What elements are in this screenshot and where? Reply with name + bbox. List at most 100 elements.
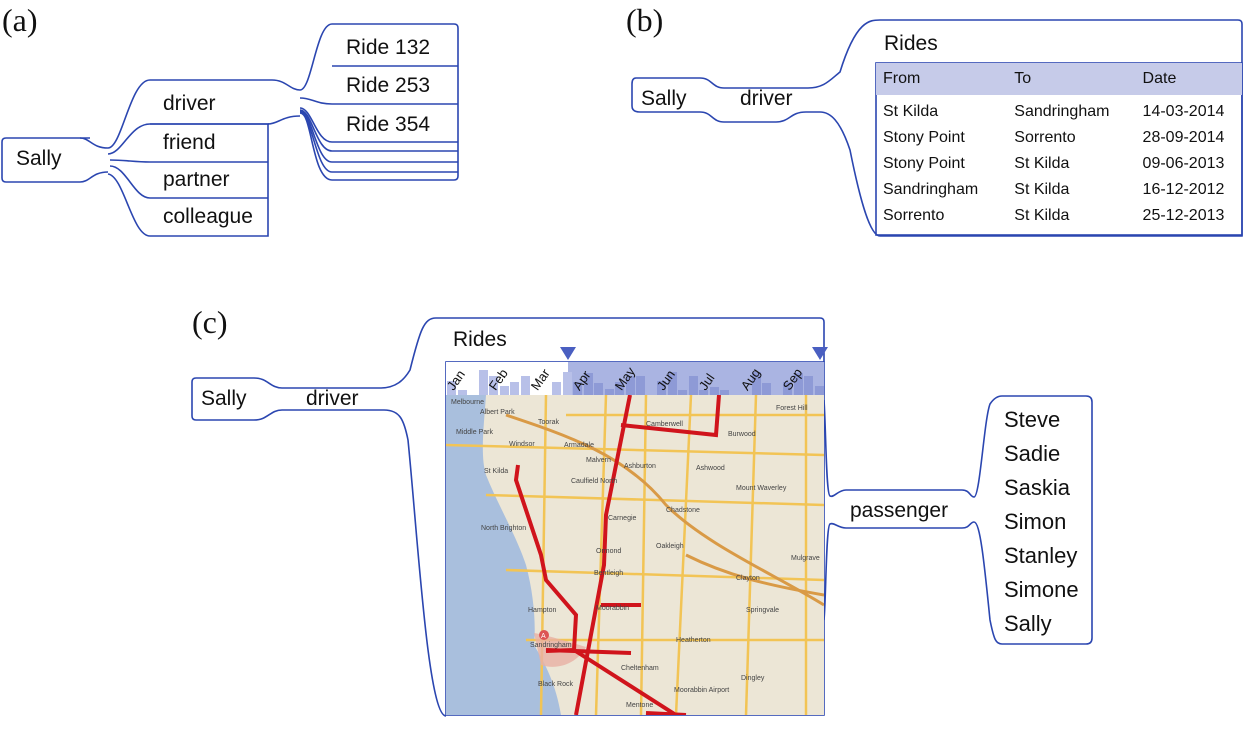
column-header-to[interactable]: To xyxy=(1014,70,1032,87)
ride-item[interactable]: Ride 132 xyxy=(346,36,431,59)
cell-to: Sorrento xyxy=(1014,129,1076,146)
map-label: Windsor xyxy=(509,441,535,448)
rides-title: Rides xyxy=(453,328,507,351)
cell-from: Sorrento xyxy=(883,207,945,224)
sally-node-a xyxy=(1,137,109,183)
relation-driver[interactable]: driver xyxy=(740,87,793,110)
cell-to: Sandringham xyxy=(1014,103,1110,120)
histogram-bar xyxy=(657,380,666,395)
histogram-bar xyxy=(804,375,813,395)
cell-date: 14-03-2014 xyxy=(1142,103,1225,120)
map-label: Middle Park xyxy=(456,429,493,436)
cell-date: 16-12-2012 xyxy=(1142,181,1225,198)
map-label: Bentleigh xyxy=(594,570,624,577)
cell-to: St Kilda xyxy=(1014,207,1070,224)
map-label: Moorabbin xyxy=(596,605,630,612)
passenger-item[interactable]: Simone xyxy=(1004,577,1079,602)
cell-date: 25-12-2013 xyxy=(1142,207,1225,224)
node-sally[interactable]: Sally xyxy=(201,387,247,410)
range-end-handle[interactable] xyxy=(812,347,828,360)
map-label: Melbourne xyxy=(451,399,485,406)
rides-title: Rides xyxy=(884,32,938,55)
map-label: Forest Hill xyxy=(776,405,808,412)
cell-from: Stony Point xyxy=(883,129,965,146)
cell-from: Stony Point xyxy=(883,155,965,172)
sally-driver-node-c xyxy=(196,317,825,389)
map-label: Clayton xyxy=(736,575,760,582)
map-label: Sandringham xyxy=(530,642,572,649)
passenger-item[interactable]: Sadie xyxy=(1004,441,1061,466)
cell-to: St Kilda xyxy=(1014,181,1070,198)
histogram-bar xyxy=(678,389,687,395)
histogram-bar xyxy=(489,375,498,395)
marker-label: A xyxy=(541,633,546,640)
map-label: Ormond xyxy=(596,548,622,555)
map-label: Chadstone xyxy=(666,507,700,514)
passenger-item[interactable]: Saskia xyxy=(1004,475,1071,500)
histogram-bar xyxy=(457,389,467,395)
passenger-item[interactable]: Simon xyxy=(1004,509,1067,534)
map-label: St Kilda xyxy=(484,468,509,475)
map-graphic: A xyxy=(446,395,824,715)
histogram-bar xyxy=(709,387,719,395)
histogram-bar xyxy=(573,382,582,395)
ride-item[interactable]: Ride 253 xyxy=(346,74,431,97)
relation-colleague[interactable]: colleague xyxy=(163,205,253,228)
column-header-from[interactable]: From xyxy=(883,70,921,87)
panel-label-b: (b) xyxy=(626,2,664,38)
relation-partner[interactable]: partner xyxy=(163,168,230,191)
route-lines xyxy=(513,395,721,715)
histogram-bar xyxy=(583,372,593,395)
map-label: Springvale xyxy=(746,607,780,614)
relation-passenger[interactable]: passenger xyxy=(850,499,949,522)
passenger-item[interactable]: Stanley xyxy=(1004,543,1078,568)
map-label: Caulfield North xyxy=(571,478,618,485)
histogram-bar xyxy=(562,371,572,395)
histogram-bar xyxy=(510,382,519,395)
table-row[interactable]: St Kilda Sandringham 14-03-2014 xyxy=(876,99,1242,125)
rides-map[interactable]: A Melbourne Albert Park Toorak Camberwel… xyxy=(446,395,824,715)
table-row[interactable]: Sorrento St Kilda 25-12-2013 xyxy=(876,203,1242,229)
map-label: Toorak xyxy=(538,419,560,426)
map-label: Heatherton xyxy=(676,637,711,644)
map-label: Dingley xyxy=(741,675,765,682)
map-label: Camberwell xyxy=(646,421,683,428)
histogram-bar xyxy=(814,385,824,395)
map-label: Malvern xyxy=(586,457,611,464)
node-sally[interactable]: Sally xyxy=(16,147,62,170)
ride-item[interactable]: Ride 354 xyxy=(346,113,431,136)
histogram-bar xyxy=(625,375,635,395)
histogram-bar xyxy=(478,370,488,395)
relation-friend[interactable]: friend xyxy=(163,131,216,154)
histogram-bar xyxy=(499,385,509,395)
histogram-bar xyxy=(520,375,530,395)
rides-table: From To Date St Kilda Sandringham 14-03-20… xyxy=(876,63,1242,235)
histogram-bar xyxy=(688,375,698,395)
histogram-bar xyxy=(699,389,708,395)
cell-from: St Kilda xyxy=(883,103,939,120)
water-bay xyxy=(446,395,561,715)
node-sally[interactable]: Sally xyxy=(641,87,687,110)
edge-driver xyxy=(107,79,301,149)
histogram-bar xyxy=(615,382,624,395)
map-label: Carnegie xyxy=(608,515,637,522)
passenger-item[interactable]: Sally xyxy=(1004,611,1052,636)
map-label: Armadale xyxy=(564,442,594,449)
column-header-date[interactable]: Date xyxy=(1142,70,1177,87)
range-start-handle[interactable] xyxy=(560,347,576,360)
histogram-bar xyxy=(783,382,792,395)
passenger-item[interactable]: Steve xyxy=(1004,407,1061,432)
histogram-bar xyxy=(447,380,456,395)
map-label: Cheltenham xyxy=(621,665,659,672)
histogram-bar xyxy=(793,372,803,395)
histogram-bar xyxy=(751,371,761,395)
map-label: Mount Waverley xyxy=(736,485,787,492)
relation-driver[interactable]: driver xyxy=(163,92,216,115)
relation-driver[interactable]: driver xyxy=(306,387,359,410)
month-label: Mar xyxy=(527,366,553,393)
